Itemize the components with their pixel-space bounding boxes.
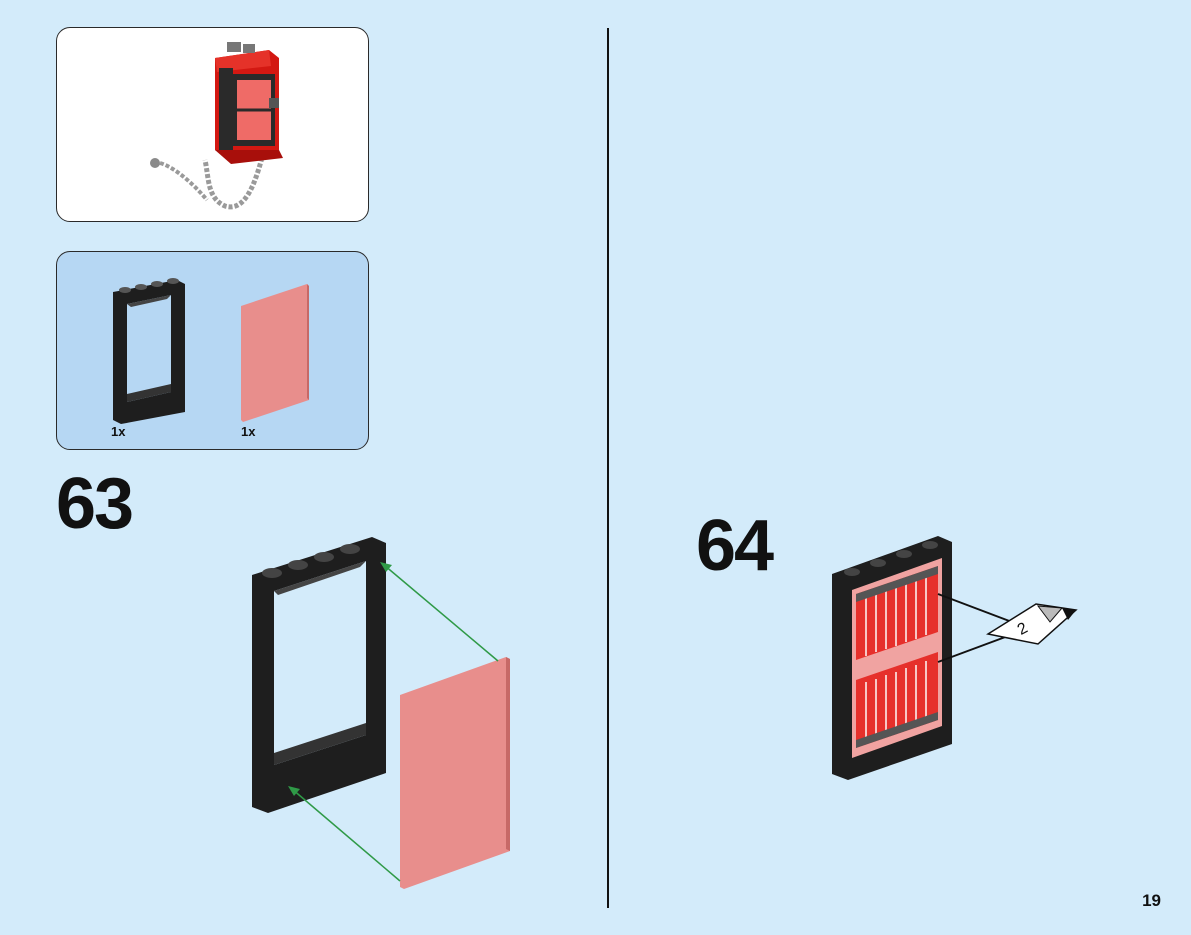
frame-part-icon <box>113 278 185 424</box>
chain <box>202 145 268 210</box>
phone-box-model-illustration <box>150 42 283 210</box>
step-divider-line <box>607 28 609 908</box>
step-64-illustration: 2 <box>832 536 1078 780</box>
assembly-arrow-top <box>383 564 499 662</box>
chain-end-plate <box>150 158 160 168</box>
step-number-63: 63 <box>56 464 134 544</box>
step-number-64: 64 <box>696 506 774 586</box>
step-63-illustration <box>252 537 510 889</box>
model-preview-panel <box>56 27 369 222</box>
parts-list-panel: 1x 1x <box>56 251 369 450</box>
assembly-arrow-bottom <box>291 788 401 882</box>
frame-part-quantity: 1x <box>111 424 126 439</box>
glass-part-icon <box>241 284 309 422</box>
page-number: 19 <box>1142 891 1161 910</box>
glass-part-quantity: 1x <box>241 424 256 439</box>
